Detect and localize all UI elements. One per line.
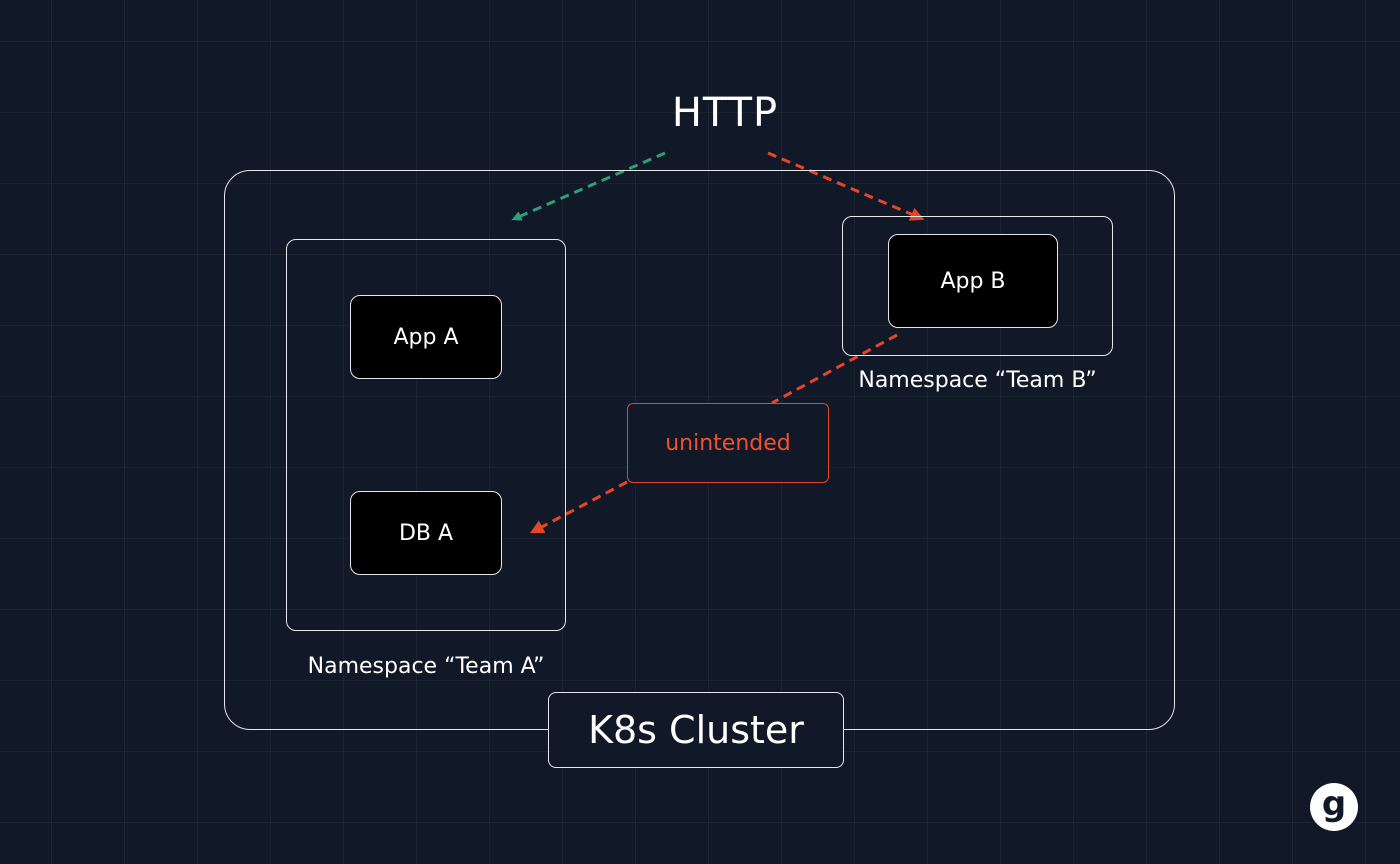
namespace-team-a-box	[286, 239, 566, 631]
g-logo-icon: g	[1310, 783, 1358, 831]
unintended-to-db-a-arrow	[529, 480, 628, 534]
http-to-team-a-arrow	[511, 151, 666, 221]
namespace-team-b-label: Namespace “Team B”	[858, 368, 1097, 393]
k8s-cluster-label: K8s Cluster	[548, 692, 844, 768]
http-to-app-b-arrow	[767, 151, 925, 221]
http-label: HTTP	[671, 90, 779, 136]
unintended-label: unintended	[627, 403, 829, 483]
logo-text: g	[1321, 784, 1347, 824]
db-a-node: DB A	[350, 491, 502, 575]
app-b-to-unintended-line	[771, 333, 898, 405]
namespace-team-b-box	[842, 216, 1113, 356]
app-a-node: App A	[350, 295, 502, 379]
app-b-node: App B	[888, 234, 1058, 328]
namespace-team-a-label: Namespace “Team A”	[307, 654, 545, 679]
